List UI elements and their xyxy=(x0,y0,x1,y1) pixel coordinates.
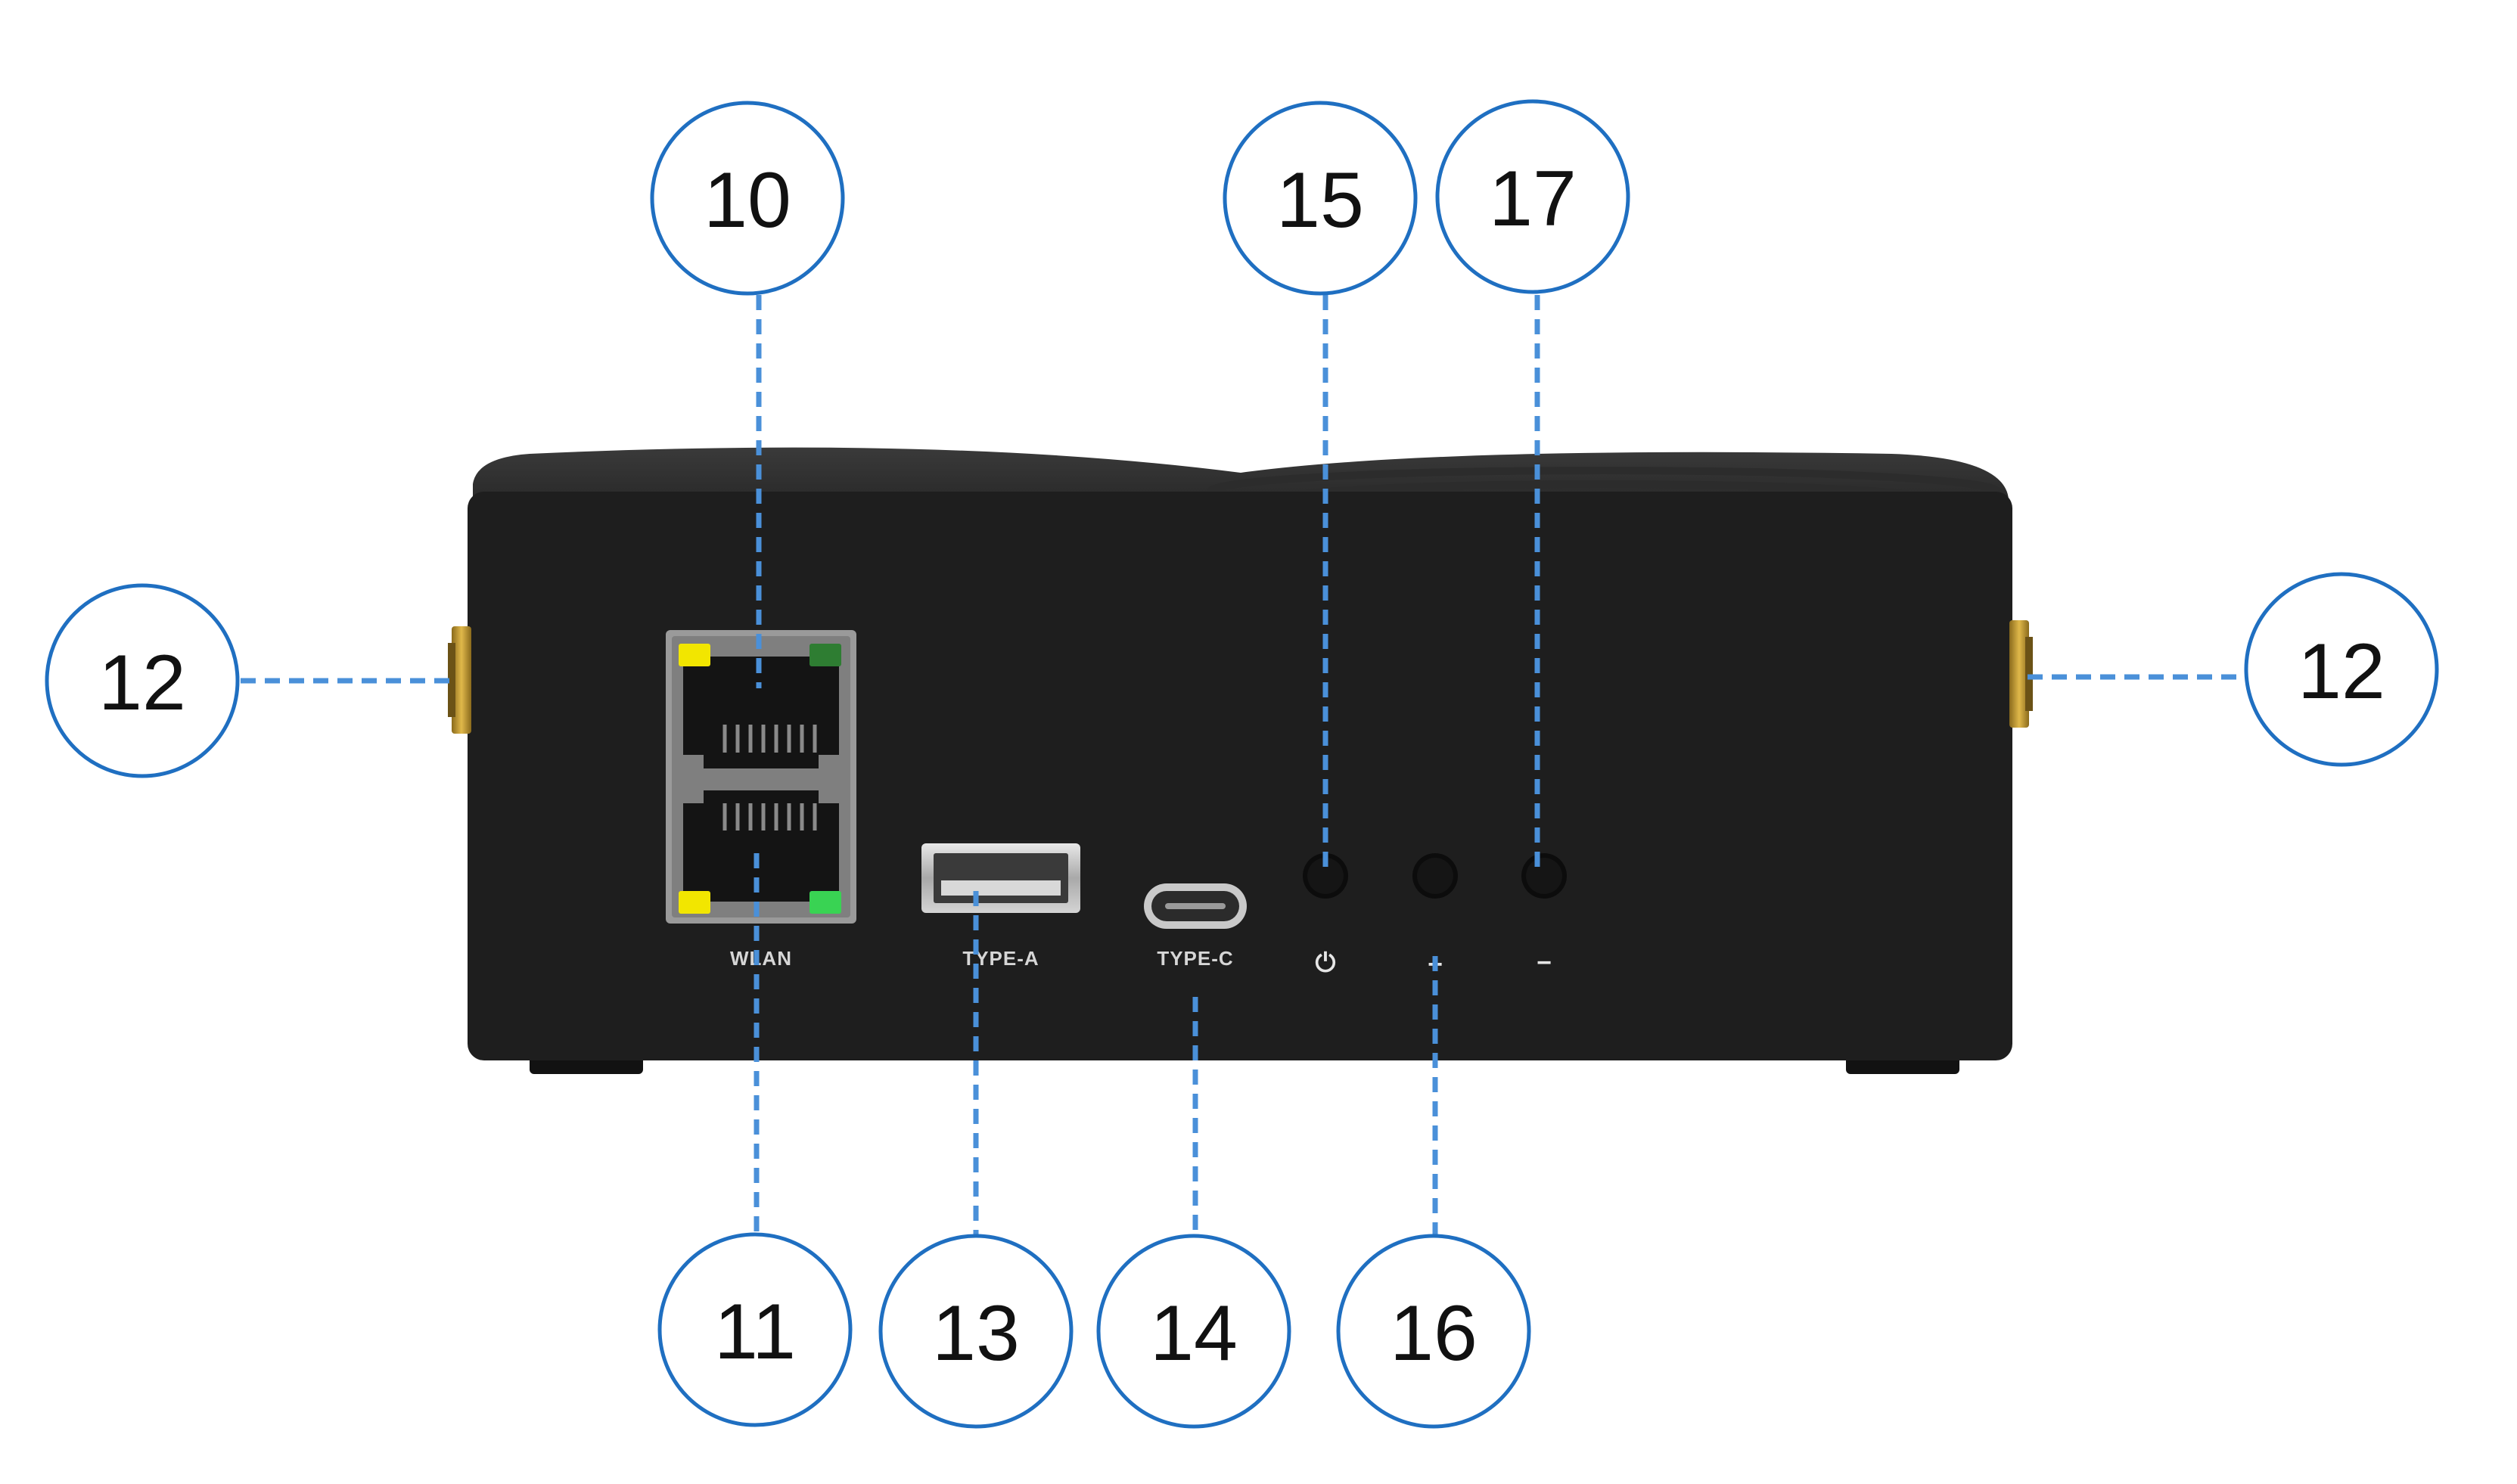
antenna-connector-right xyxy=(2009,620,2033,728)
callout-12-right: 12 xyxy=(2244,572,2439,767)
usb-type-c-port[interactable] xyxy=(1144,883,1247,929)
antenna-connector-left xyxy=(448,626,471,734)
callout-16: 16 xyxy=(1336,1234,1531,1429)
plus-button[interactable] xyxy=(1412,853,1458,899)
power-button[interactable] xyxy=(1303,853,1348,899)
callout-number: 15 xyxy=(1276,157,1364,244)
led-upper-right xyxy=(809,644,841,666)
device-body: WLAN TYPE-A TYPE-C ⏻ + − xyxy=(448,447,2033,1074)
callout-number: 12 xyxy=(98,639,186,727)
leader-lines xyxy=(241,295,2247,1240)
ethernet-port-block xyxy=(666,630,856,924)
callout-number: 13 xyxy=(932,1290,1020,1377)
callout-10: 10 xyxy=(650,101,845,296)
callout-17: 17 xyxy=(1435,99,1630,294)
callout-13: 13 xyxy=(878,1234,1074,1429)
led-upper-left xyxy=(679,644,710,666)
minus-button[interactable] xyxy=(1521,853,1567,899)
led-lower-left xyxy=(679,891,710,914)
callout-12-left: 12 xyxy=(45,583,240,778)
callout-number: 16 xyxy=(1390,1290,1478,1377)
type-c-port-label: TYPE-C xyxy=(1157,947,1233,970)
callout-14: 14 xyxy=(1096,1234,1291,1429)
wlan-port-label: WLAN xyxy=(730,947,792,970)
callout-11: 11 xyxy=(657,1232,853,1427)
minus-icon: − xyxy=(1537,948,1552,977)
usb-type-a-port[interactable] xyxy=(921,843,1080,913)
callout-number: 10 xyxy=(704,157,791,244)
callout-15: 15 xyxy=(1223,101,1418,296)
callout-number: 11 xyxy=(714,1288,796,1376)
ethernet-port-lower[interactable] xyxy=(683,790,839,902)
power-icon: ⏻ xyxy=(1316,948,1336,977)
callout-number: 17 xyxy=(1489,155,1577,243)
ethernet-port-upper[interactable] xyxy=(683,657,839,768)
callout-number: 12 xyxy=(2298,628,2385,716)
led-lower-right xyxy=(809,891,841,914)
callout-number: 14 xyxy=(1150,1290,1238,1377)
